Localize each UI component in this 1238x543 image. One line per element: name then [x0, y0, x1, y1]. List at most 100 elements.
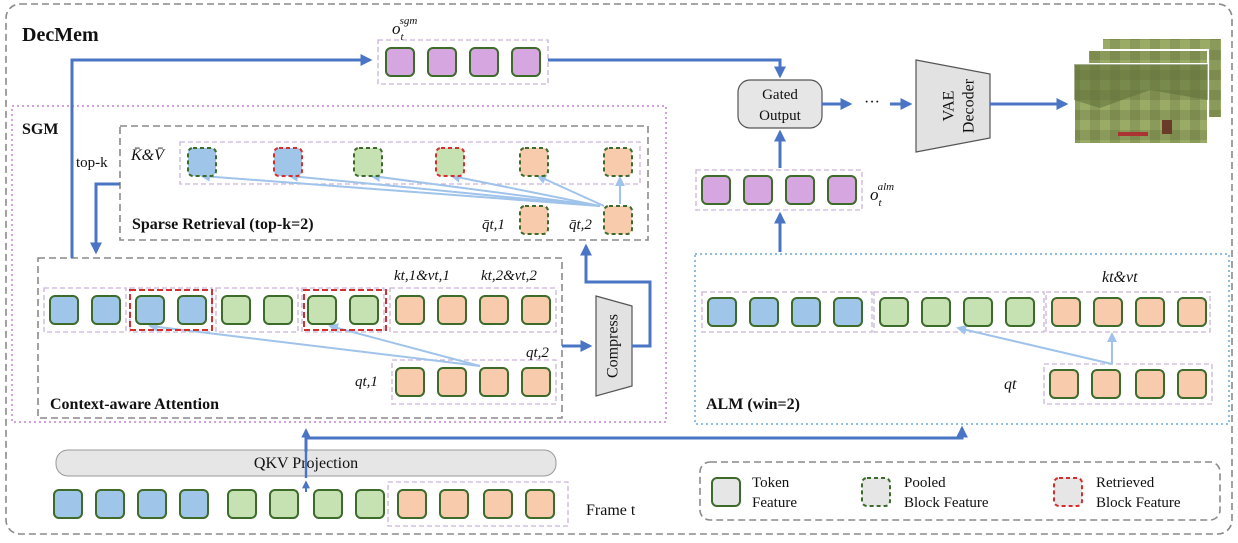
legend-retrieved-line2: Block Feature [1096, 495, 1181, 511]
token-layer [49, 47, 1207, 519]
output-frames-image [1073, 37, 1223, 145]
q1-label: qt,1 [355, 374, 378, 390]
gated-output-line2: Output [759, 108, 802, 124]
kv1-label: kt,1&vt,1 [394, 268, 450, 284]
o-alm-token-3 [827, 175, 857, 205]
frame-token-3 [179, 489, 209, 519]
topk-label: top-k [76, 155, 108, 171]
ctx-group-current [389, 287, 557, 333]
alm-key-token-7 [1005, 297, 1035, 327]
flow-arrows [70, 54, 1069, 492]
alm-key-token-1 [749, 297, 779, 327]
kv-bar-label: K̄&V̄ [130, 147, 166, 164]
ctx-key-token-4 [221, 295, 251, 325]
frame-token-7 [355, 489, 385, 519]
o-alm-token-2 [785, 175, 815, 205]
ctx-key-token-9 [437, 295, 467, 325]
alm-key-token-0 [707, 297, 737, 327]
alm-query-token-0 [1049, 369, 1079, 399]
o-sgm-token-2 [469, 47, 499, 77]
legend-retrieved-line1: Retrieved [1096, 475, 1155, 491]
kv-bar-token-3 [435, 147, 465, 177]
compress-block [595, 295, 633, 397]
frame-token-2 [137, 489, 167, 519]
decoder-label: Decoder [961, 78, 978, 133]
ctx-query-token-0 [395, 367, 425, 397]
retrieved-block-marker-1 [303, 289, 387, 331]
legend-box [699, 461, 1221, 521]
vae-label: VAE [941, 91, 958, 122]
frame-token-11 [525, 489, 555, 519]
alm-q-label: qt [1004, 376, 1017, 393]
frame-token-6 [313, 489, 343, 519]
ctx-group-4 [301, 287, 385, 333]
ellipsis: ··· [864, 94, 880, 111]
legend-token-line1: Token [752, 475, 790, 491]
kv2-label: kt,2&vt,2 [481, 268, 537, 284]
q1-row [391, 359, 557, 405]
ctx-key-token-3 [177, 295, 207, 325]
frame-current-group [387, 481, 569, 527]
frame-token-0 [53, 489, 83, 519]
kv-bar-row [179, 141, 641, 185]
o-sgm-label: otsgm [392, 15, 417, 43]
o-sgm-token-1 [427, 47, 457, 77]
alm-group-2 [873, 291, 1045, 333]
q2-label: qt,2 [526, 345, 549, 361]
frame-token-9 [439, 489, 469, 519]
ctx-key-token-6 [307, 295, 337, 325]
o-alm-token-1 [743, 175, 773, 205]
ctx-key-token-1 [91, 295, 121, 325]
vae-decoder-block [915, 59, 991, 153]
sgm-label: SGM [22, 121, 58, 138]
alm-q-row [1043, 363, 1213, 405]
alm-key-token-6 [963, 297, 993, 327]
ctx-key-token-8 [395, 295, 425, 325]
qbar2-token [603, 205, 633, 235]
ctx-group-3 [215, 287, 299, 333]
qbar2-label: q̄t,2 [569, 217, 592, 233]
alm-kv-label: kt&vt [1102, 269, 1138, 286]
alm-label: ALM (win=2) [706, 396, 800, 413]
qbar1-token [519, 205, 549, 235]
ctx-query-token-3 [521, 367, 551, 397]
alm-key-token-9 [1093, 297, 1123, 327]
o-alm-token-0 [701, 175, 731, 205]
sgm-box [11, 105, 667, 423]
alm-box [694, 253, 1230, 425]
ctx-query-token-1 [437, 367, 467, 397]
legend-pooled-swatch [861, 477, 891, 507]
alm-group-1 [701, 291, 873, 333]
frame-label: Frame t [586, 502, 636, 519]
alm-group-current [1045, 291, 1211, 333]
frame-token-8 [397, 489, 427, 519]
legend-pooled-line2: Block Feature [904, 495, 989, 511]
ctx-key-token-5 [263, 295, 293, 325]
alm-key-token-4 [879, 297, 909, 327]
alm-key-token-5 [921, 297, 951, 327]
o-sgm-token-3 [511, 47, 541, 77]
frame-token-10 [483, 489, 513, 519]
kv-bar-token-0 [187, 147, 217, 177]
gated-output-line1: Gated [762, 87, 798, 103]
kv-bar-token-1 [273, 147, 303, 177]
legend-token-line2: Feature [752, 495, 797, 511]
frame-token-4 [227, 489, 257, 519]
o-alm-row [695, 169, 863, 211]
alm-query-token-3 [1177, 369, 1207, 399]
alm-key-token-8 [1051, 297, 1081, 327]
kv-bar-token-4 [519, 147, 549, 177]
ctx-key-token-2 [135, 295, 165, 325]
alm-key-token-10 [1135, 297, 1165, 327]
context-attention-label: Context-aware Attention [50, 396, 219, 413]
retrieved-block-marker-0 [129, 289, 213, 331]
qbar1-label: q̄t,1 [482, 217, 505, 233]
kv-bar-token-2 [353, 147, 383, 177]
ctx-key-token-7 [349, 295, 379, 325]
frame-token-1 [95, 489, 125, 519]
legend-token-swatch [711, 477, 741, 507]
decmem-title: DecMem [22, 24, 99, 46]
ctx-key-token-10 [479, 295, 509, 325]
alm-query-token-1 [1091, 369, 1121, 399]
